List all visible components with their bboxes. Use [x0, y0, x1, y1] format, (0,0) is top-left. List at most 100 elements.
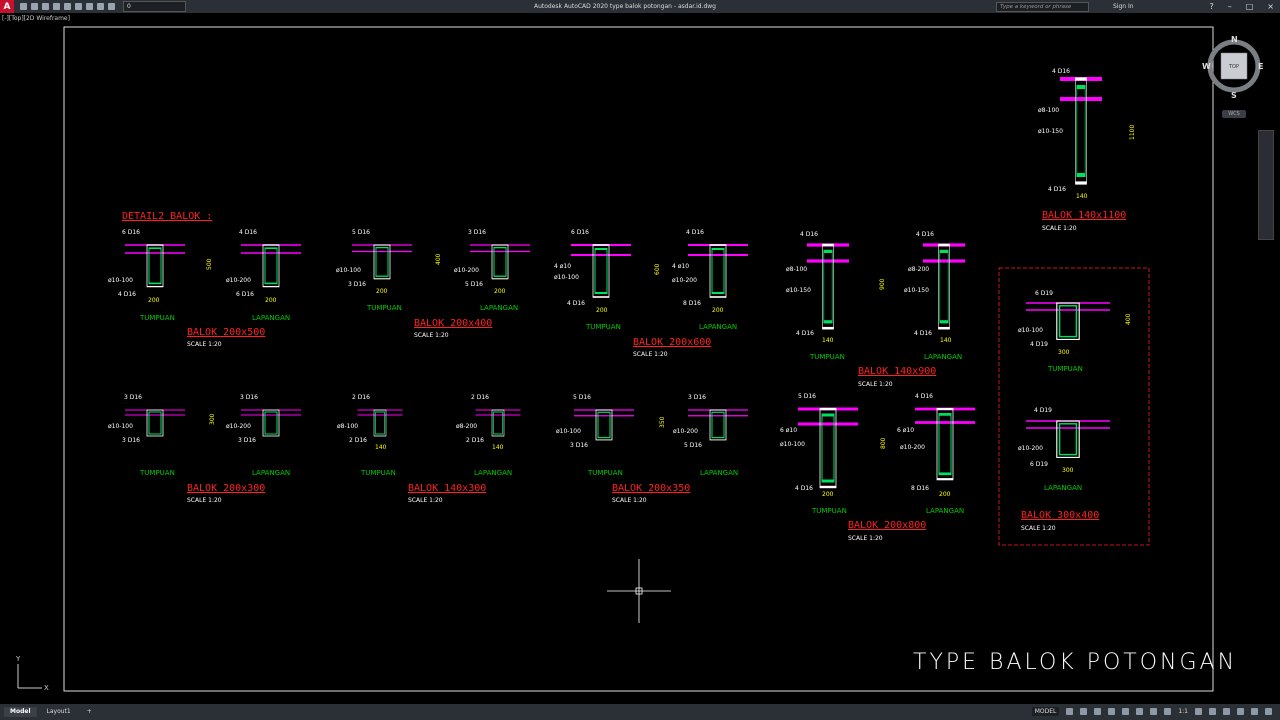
dim-label: 300 [209, 413, 216, 425]
viewcube-top-face[interactable] [1220, 52, 1248, 80]
close-icon[interactable]: × [1267, 2, 1274, 11]
beam-title: BALOK 200x400 [414, 318, 492, 329]
ucs-x-label: X [44, 684, 49, 692]
layer-sun-icon[interactable] [108, 3, 115, 10]
snap-icon[interactable] [1080, 708, 1088, 715]
scale-label: SCALE 1:20 [1042, 225, 1077, 232]
osnap-icon[interactable] [1122, 708, 1130, 715]
section-group-200x500: 6 D16 ø10-100 4 D16 4 D16 ø10-200 6 D16 … [108, 229, 302, 348]
lapangan-label: LAPANGAN [474, 469, 512, 477]
viewcube[interactable]: TOP N S E W [1202, 35, 1263, 100]
rebar-label: 2 D16 [466, 437, 484, 444]
dim-label: 600 [654, 263, 661, 275]
rebar-label: 4 D16 [796, 330, 814, 337]
dim-label: 300 [1058, 349, 1070, 356]
dim-label: 200 [939, 491, 951, 498]
redo-icon[interactable] [86, 3, 93, 10]
dim-label: 400 [435, 253, 442, 265]
compass-s[interactable]: S [1231, 91, 1237, 100]
rebar-label: 4 D19 [1034, 407, 1052, 414]
grid-icon[interactable] [1066, 708, 1074, 715]
customize-menu-icon[interactable] [1265, 708, 1272, 715]
gear-icon[interactable] [1195, 708, 1202, 715]
annotation-scale[interactable]: 1:1 [1178, 708, 1188, 715]
dim-label: 140 [375, 444, 387, 451]
hardware-icon[interactable] [1237, 708, 1244, 715]
save-icon[interactable] [42, 3, 49, 10]
dim-label: 200 [494, 288, 506, 295]
compass-e[interactable]: E [1258, 62, 1263, 71]
new-icon[interactable] [20, 3, 27, 10]
lineweight-icon[interactable] [1150, 708, 1158, 715]
rebar-label: ø8-100 [337, 423, 358, 430]
rebar-label: ø10-200 [1018, 445, 1043, 452]
rebar-label: ø10-200 [900, 444, 925, 451]
window-controls: ? – □ × [1209, 0, 1274, 13]
rebar-label: ø10-100 [556, 428, 581, 435]
rebar-label: 4 D16 [686, 229, 704, 236]
rebar-label: 5 D16 [352, 229, 370, 236]
detail-heading: DETAIL2 BALOK : [122, 211, 212, 222]
rebar-label: 3 D16 [348, 281, 366, 288]
isolate-icon[interactable] [1223, 708, 1230, 715]
section-group-200x350: 5 D16 ø10-100 3 D16 3 D16 ø10-200 5 D16 … [556, 394, 749, 504]
rebar-label: 2 D16 [349, 437, 367, 444]
rebar-label: 8 D16 [911, 485, 929, 492]
layer-bulb-icon[interactable] [97, 3, 104, 10]
viewport-label[interactable]: [-][Top][2D Wireframe] [2, 15, 70, 22]
scale-label: SCALE 1:20 [187, 341, 222, 348]
rebar-label: 3 D16 [238, 437, 256, 444]
add-layout-button[interactable]: + [86, 708, 92, 715]
rebar-label: 4 D16 [915, 393, 933, 400]
plus-icon[interactable] [1209, 708, 1216, 715]
rebar-label: ø10-100 [1018, 327, 1043, 334]
help-icon[interactable]: ? [1209, 2, 1214, 11]
scale-label: SCALE 1:20 [408, 497, 443, 504]
rebar-label: 3 D16 [570, 442, 588, 449]
selection-cycling-icon[interactable] [1164, 708, 1172, 715]
maximize-icon[interactable]: □ [1245, 2, 1254, 11]
model-space-button[interactable]: MODEL [1031, 707, 1060, 716]
layer-dropdown[interactable]: 0 [123, 1, 186, 12]
window-title: Autodesk AutoCAD 2020 type balok potonga… [534, 3, 716, 10]
minimize-icon[interactable]: – [1227, 2, 1232, 11]
rebar-label: ø10-150 [1038, 128, 1063, 135]
dim-label: 500 [206, 258, 213, 270]
wcs-menu[interactable]: WCS [1222, 110, 1246, 118]
rebar-label: 4 D16 [1048, 186, 1066, 193]
rebar-label: ø8-200 [908, 266, 929, 273]
section-group-200x300: 3 D16 ø10-100 3 D16 3 D16 ø10-200 3 D16 … [108, 394, 302, 504]
dim-label: 140 [822, 337, 834, 344]
dim-label: 200 [376, 288, 388, 295]
open-icon[interactable] [31, 3, 38, 10]
undo-icon[interactable] [75, 3, 82, 10]
dim-label: 800 [880, 437, 887, 449]
polar-icon[interactable] [1108, 708, 1116, 715]
title-bar: A 0 [0, 0, 1280, 13]
compass-n[interactable]: N [1231, 35, 1238, 44]
rebar-label: 6 D19 [1035, 290, 1053, 297]
tumpuan-label: TUMPUAN [1047, 365, 1083, 373]
rebar-label: 3 D16 [688, 394, 706, 401]
rebar-label: 2 D16 [471, 394, 489, 401]
scale-label: SCALE 1:20 [858, 381, 893, 388]
rebar-label: 5 D16 [465, 281, 483, 288]
app-logo[interactable]: A [0, 0, 14, 13]
search-input[interactable]: Type a keyword or phrase [996, 2, 1089, 12]
sign-in-button[interactable]: Sign In [1113, 3, 1134, 10]
tab-model[interactable]: Model [4, 707, 37, 717]
rebar-label: ø10-200 [673, 428, 698, 435]
ortho-icon[interactable] [1094, 708, 1102, 715]
plot-icon[interactable] [64, 3, 71, 10]
tab-layout1[interactable]: Layout1 [46, 708, 71, 715]
compass-w[interactable]: W [1202, 62, 1211, 71]
otrack-icon[interactable] [1136, 708, 1144, 715]
rebar-label: ø10-100 [336, 267, 361, 274]
navigation-bar[interactable] [1258, 130, 1274, 240]
rebar-label: ø10-200 [454, 267, 479, 274]
rebar-label: 5 D16 [684, 442, 702, 449]
rebar-label: 5 D16 [798, 393, 816, 400]
fullscreen-icon[interactable] [1251, 708, 1258, 715]
save-as-icon[interactable] [53, 3, 60, 10]
